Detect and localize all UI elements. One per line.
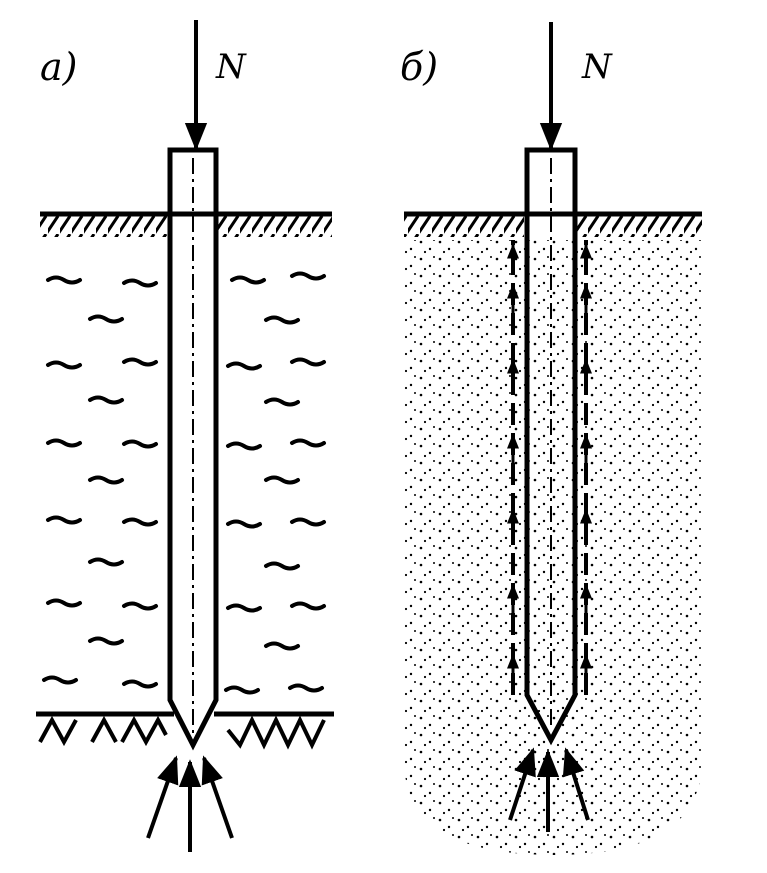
panel-b-label: б)	[400, 45, 438, 89]
panel-a-tip-reaction-left	[146, 755, 179, 839]
panel-a: a) N	[36, 20, 334, 852]
panel-b: б) N	[400, 22, 702, 855]
panel-b-sand-body	[404, 240, 702, 855]
panel-a-pile	[167, 147, 219, 751]
panel-b-tip-reaction-left	[508, 747, 536, 821]
panel-b-friction-arrows	[507, 243, 592, 690]
panel-a-ground-hatch-right	[218, 215, 332, 237]
panel-a-firm-stratum-zigzag	[38, 715, 326, 750]
panel-a-label: a)	[40, 45, 77, 89]
panel-b-ground-hatch-right	[576, 215, 702, 237]
panel-b-force-label: N	[581, 47, 613, 87]
panel-b-tip-reaction-right	[562, 747, 590, 821]
panel-a-ground-hatch-left	[40, 215, 168, 237]
panel-a-force-label: N	[215, 47, 247, 87]
panel-b-ground-hatch-left	[404, 215, 524, 237]
panel-b-pile	[524, 147, 578, 746]
panel-a-tip-reaction-right	[201, 755, 234, 839]
panel-a-soft-soil-marks	[42, 271, 326, 695]
